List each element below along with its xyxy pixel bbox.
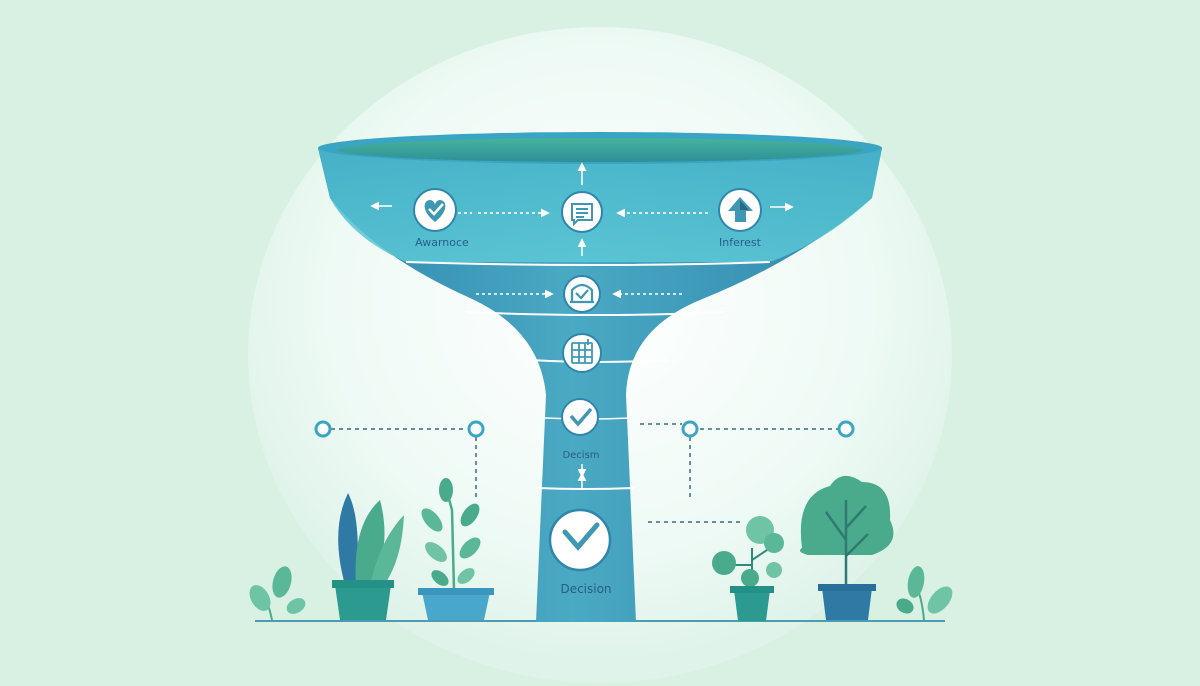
connector-node xyxy=(314,420,332,438)
pot xyxy=(422,592,490,620)
tree-right-potted xyxy=(800,475,894,620)
connector-node xyxy=(837,420,855,438)
connector-node xyxy=(681,420,699,438)
decision-small-label: Decism xyxy=(562,450,599,461)
heart-check-icon xyxy=(424,200,446,222)
stage-decision-small: Decism xyxy=(561,398,600,461)
stage-content xyxy=(561,191,603,233)
connector-lines xyxy=(331,423,838,523)
pot xyxy=(335,585,391,620)
plant-right-small xyxy=(896,566,953,621)
stage-awareness: Awarnoce xyxy=(413,188,469,249)
calendar-grid-icon xyxy=(571,339,593,364)
stage-evaluation xyxy=(562,333,602,373)
stage-interest: Inferest xyxy=(718,188,762,249)
document-icon xyxy=(571,203,593,227)
pot xyxy=(822,588,872,620)
plant-center-left-potted xyxy=(418,478,494,620)
plant-left-potted xyxy=(332,493,404,620)
badge-check-icon xyxy=(570,283,594,304)
plant-left-small xyxy=(249,566,306,621)
stage-consideration xyxy=(563,275,601,313)
stage-decision: Decision xyxy=(548,508,612,596)
pot xyxy=(734,590,770,621)
plant-center-right-potted xyxy=(712,516,784,621)
arrow-up-icon xyxy=(728,197,753,222)
awareness-label: Awarnoce xyxy=(415,236,469,249)
check-icon xyxy=(562,522,600,551)
connector-node xyxy=(467,420,485,438)
check-icon xyxy=(569,407,593,427)
interest-label: Inferest xyxy=(719,236,762,249)
decision-label: Decision xyxy=(560,582,611,596)
connector-nodes xyxy=(314,420,855,438)
